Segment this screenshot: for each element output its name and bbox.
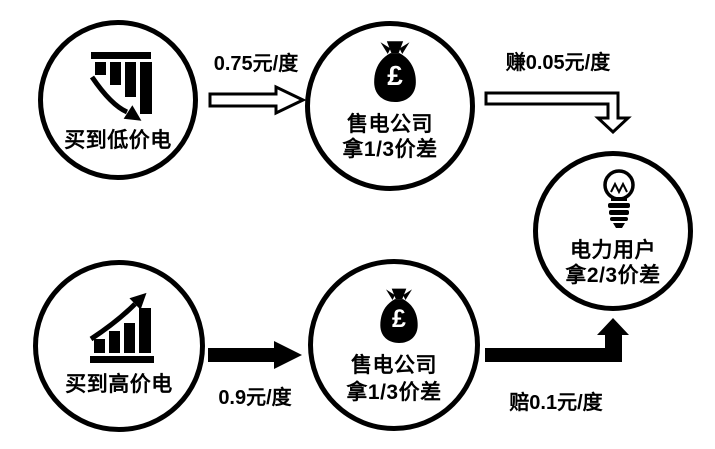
node-label-seller-top-line1: 售电公司 <box>347 113 433 136</box>
node-label-buy-low: 买到低价电 <box>64 129 172 152</box>
node-buy-high-price: 买到高价电 <box>33 260 205 432</box>
node-label-power-user-line1: 电力用户 <box>570 239 656 262</box>
node-seller-company-bottom: £ 售电公司 拿1/3价差 <box>308 259 480 431</box>
node-label-power-user-line2: 拿2/3价差 <box>565 264 661 287</box>
node-label-seller-bottom-line1: 售电公司 <box>351 354 437 377</box>
money-bag-shape <box>374 41 416 102</box>
flow-label-profit: 赚0.05元/度 <box>505 52 611 74</box>
flow-label-low-price: 0.75元/度 <box>213 53 299 75</box>
declining-bar-chart-icon <box>89 52 152 121</box>
node-buy-low-price: 买到低价电 <box>38 20 198 180</box>
node-power-user: 电力用户 拿2/3价差 <box>533 151 693 311</box>
pound-symbol: £ <box>392 305 406 333</box>
money-bag-shape <box>380 288 418 343</box>
node-label-seller-bottom-line2: 拿1/3价差 <box>346 381 442 404</box>
hollow-bent-arrow-profit <box>484 91 632 134</box>
hollow-arrow-low-price <box>208 84 306 116</box>
solid-bent-arrow-loss <box>485 318 629 362</box>
solid-arrow-high-price <box>208 341 302 369</box>
pound-symbol: £ <box>387 60 403 91</box>
node-seller-company-top: £ 售电公司 拿1/3价差 <box>305 21 475 191</box>
node-label-buy-high: 买到高价电 <box>65 373 173 396</box>
flow-label-loss: 赔0.1元/度 <box>509 392 603 414</box>
rising-bar-chart-icon <box>89 292 154 363</box>
flow-label-high-price: 0.9元/度 <box>218 387 292 409</box>
money-bag-icon: £ <box>366 41 424 105</box>
money-bag-icon: £ <box>373 288 425 346</box>
node-label-seller-top-line2: 拿1/3价差 <box>342 138 438 161</box>
light-bulb-icon <box>603 169 635 228</box>
